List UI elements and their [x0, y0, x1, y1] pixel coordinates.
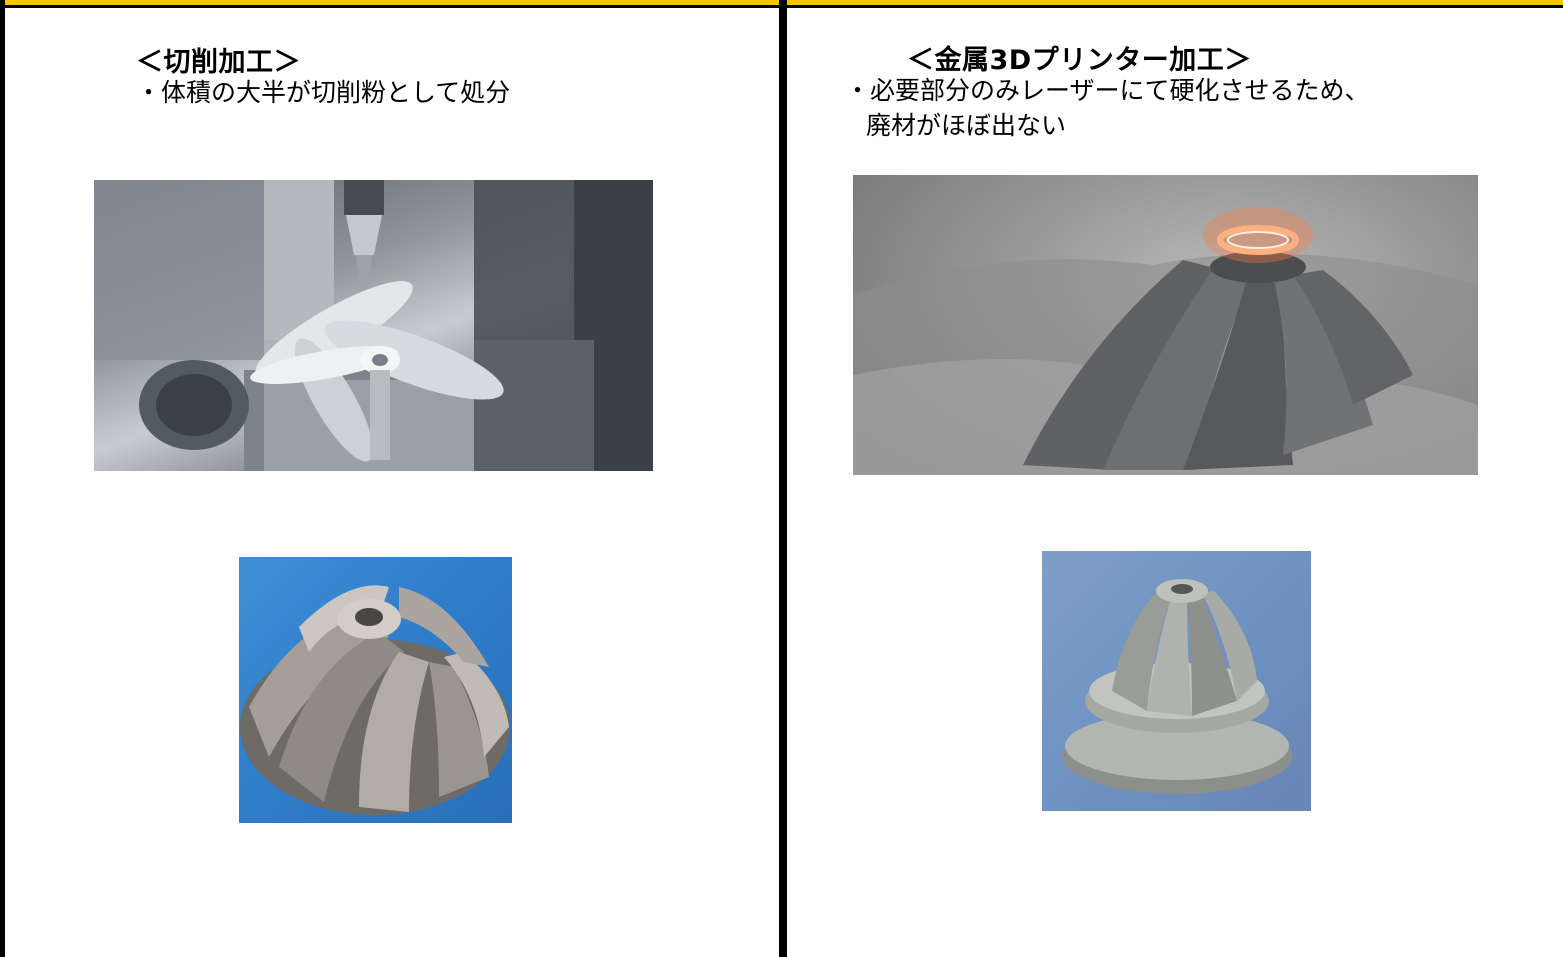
printing-bullet-line-1: ・必要部分のみレーザーにて硬化させるため、: [845, 76, 1370, 105]
cnc-machining-illustration: [94, 180, 653, 471]
cnc-machining-photo: [94, 180, 653, 471]
machined-impeller-illustration: [240, 585, 510, 815]
machining-heading: ＜切削加工＞: [136, 47, 301, 78]
metal-3d-printing-panel: ＜金属3Dプリンター加工＞ ・必要部分のみレーザーにて硬化させるため、 廃材がほ…: [787, 0, 1563, 957]
machining-bullet: ・体積の大半が切削粉として処分: [136, 78, 511, 107]
frame-left-border: [0, 0, 5, 957]
header-strip-left: [0, 0, 781, 8]
panel-divider: [779, 0, 787, 957]
header-strip-right: [786, 0, 1563, 8]
laser-powder-bed-photo: [853, 175, 1478, 475]
laser-powder-bed-illustration: [853, 207, 1478, 475]
printing-heading: ＜金属3Dプリンター加工＞: [907, 45, 1252, 76]
printed-impeller-photo: [1042, 551, 1311, 811]
machined-impeller-photo: [239, 557, 512, 823]
machining-panel: ＜切削加工＞ ・体積の大半が切削粉として処分: [5, 0, 779, 957]
printed-impeller-illustration: [1062, 579, 1292, 794]
printing-bullet-line-2: 廃材がほぼ出ない: [866, 111, 1067, 140]
